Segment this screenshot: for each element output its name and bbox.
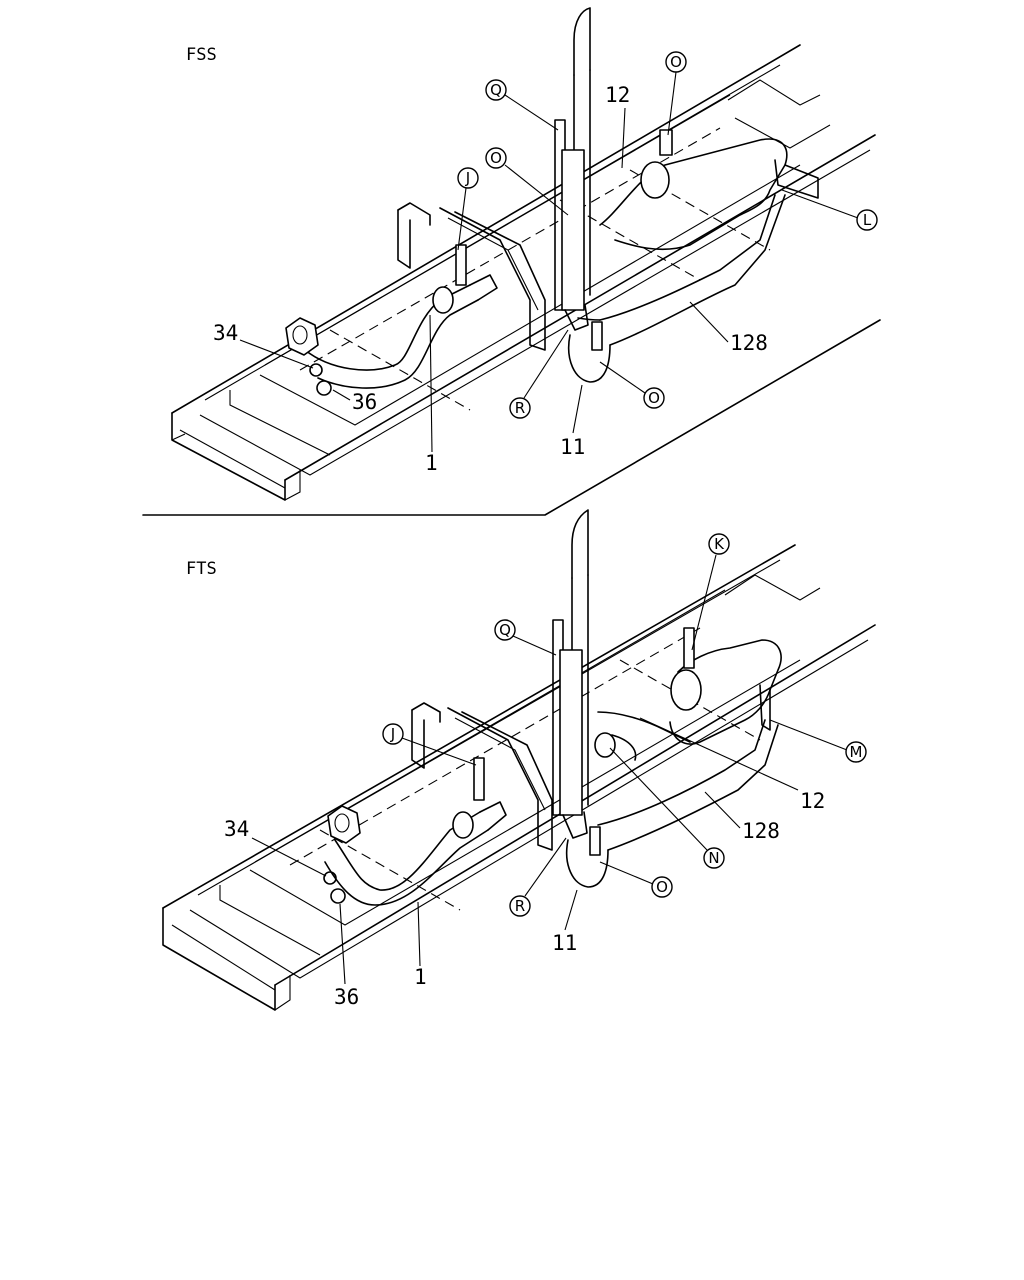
fss-label-128: 128 [730,331,768,355]
fss-label-1: 1 [425,451,438,475]
fss-chassis-frame [171,44,876,501]
fts-callout-q: Q [494,619,557,656]
fss-label-11: 11 [560,435,585,459]
fss-callout-l: L [781,189,878,231]
fts-pipe-128 [566,719,779,888]
fts-section-title: FTS [186,559,217,579]
fts-label-1: 1 [414,965,427,989]
fss-crossmember [397,202,546,351]
fts-gasket-34 [323,871,337,885]
fss-callout-o-bottom: O [599,361,665,409]
fts-tail-pipe [594,711,691,761]
fts-callout-j: J [382,723,477,766]
fts-vertical-stack [552,509,589,839]
fss-pipe-128 [568,194,786,383]
svg-text:M: M [850,743,863,761]
svg-text:J: J [390,725,395,743]
fts-crossmember [411,702,553,851]
fss-gasket-34 [309,363,323,377]
fss-section-title: FSS [186,45,217,65]
fts-label-11: 11 [552,931,577,955]
fts-callout-n: N [609,747,725,869]
svg-text:L: L [863,211,872,229]
fss-front-pipe [285,244,498,389]
svg-text:O: O [656,878,668,896]
fts-callout-r: R [509,837,567,917]
fts-label-34: 34 [224,817,249,841]
fts-label-128: 128 [742,819,780,843]
svg-text:O: O [670,53,682,71]
fss-label-36: 36 [352,390,377,414]
svg-text:Q: Q [499,621,511,639]
fss-callout-r: R [509,329,569,419]
svg-text:R: R [515,399,525,417]
fts-chassis-frame [162,544,876,1011]
fss-muffler [599,129,819,251]
fss-nut-36 [316,380,332,396]
fss-callout-q: Q [485,79,559,131]
view-separator [142,319,881,516]
fss-callout-o-mid: O [485,147,569,216]
fts-label-12: 12 [800,789,825,813]
svg-text:J: J [465,169,470,187]
fss-vertical-stack [554,7,591,331]
svg-text:Q: Q [490,81,502,99]
fss-view: FSS [171,7,878,501]
svg-text:O: O [490,149,502,167]
fts-callout-k: K [691,533,730,651]
fts-view: FTS [162,509,876,1011]
fts-nut-36 [330,888,346,904]
svg-text:R: R [515,897,525,915]
svg-text:K: K [714,535,725,553]
fts-callout-o: O [599,861,673,898]
fss-callout-o-top: O [665,51,687,136]
fts-label-36: 36 [334,985,359,1009]
fss-label-12: 12 [605,83,630,107]
svg-text:N: N [708,849,719,867]
fss-label-34: 34 [213,321,238,345]
fts-front-pipe [324,757,507,906]
svg-text:O: O [648,389,660,407]
fts-muffler [669,627,782,745]
fts-callout-m: M [769,719,867,763]
fss-callout-j: J [457,167,479,251]
